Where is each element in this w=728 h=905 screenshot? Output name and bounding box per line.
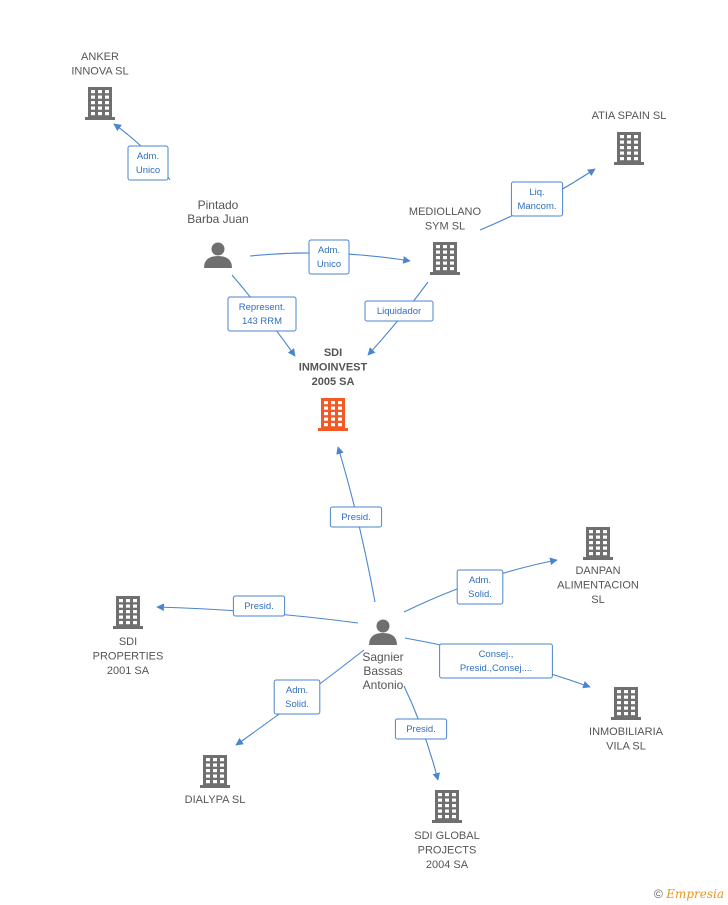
node-label: 2005 SA bbox=[312, 376, 355, 388]
node-sdiprop[interactable]: SDI PROPERTIES 2001 SA bbox=[93, 596, 164, 677]
edge-label-box[interactable] bbox=[456, 569, 504, 605]
edge-mediollano-to-sdi: Liquidador bbox=[364, 281, 434, 356]
building-icon bbox=[614, 132, 644, 165]
node-label: 2004 SA bbox=[426, 859, 469, 871]
building-icon bbox=[200, 755, 230, 788]
edge-label-text: Consej., bbox=[479, 649, 514, 660]
edge-sagnier-to-sdi: Presid. bbox=[329, 446, 383, 603]
node-label: DANPAN bbox=[575, 565, 620, 577]
node-anker[interactable]: ANKER INNOVA SL bbox=[71, 51, 129, 120]
edge-label-text: Adm. bbox=[286, 685, 308, 696]
node-label: INMOBILIARIA bbox=[589, 726, 664, 738]
node-label: PROPERTIES bbox=[93, 651, 164, 663]
edge-sagnier-to-dialypa: Adm. Solid. bbox=[235, 649, 365, 746]
node-dialypa[interactable]: DIALYPA SL bbox=[185, 755, 246, 806]
node-atia[interactable]: ATIA SPAIN SL bbox=[592, 110, 667, 165]
node-label: ANKER bbox=[81, 51, 119, 63]
copyright-symbol: © bbox=[654, 887, 663, 901]
edge-label-text: Adm. bbox=[469, 575, 491, 586]
building-icon bbox=[430, 242, 460, 275]
building-icon bbox=[432, 790, 462, 823]
node-label: INMOINVEST bbox=[299, 362, 368, 374]
edge-sagnier-to-danpan: Adm. Solid. bbox=[403, 557, 558, 613]
edges-layer: Adm.UnicoAdm.UnicoLiq.Mancom.Represent.1… bbox=[113, 123, 596, 781]
building-icon bbox=[85, 87, 115, 120]
edge-label-text: Represent. bbox=[239, 302, 285, 313]
edge-label-text: Adm. bbox=[318, 245, 340, 256]
node-label: VILA SL bbox=[606, 741, 646, 753]
edge-label-box[interactable] bbox=[364, 300, 434, 322]
edge-label-box[interactable] bbox=[394, 718, 448, 740]
edge-sagnier-to-vila: Consej., Presid.,Consej.... bbox=[404, 637, 591, 689]
node-label: Antonio bbox=[363, 678, 404, 692]
edge-label-box[interactable] bbox=[308, 239, 350, 275]
edge-pintado-to-sdi: Represent. 143 RRM bbox=[227, 274, 297, 357]
edge-label-box[interactable] bbox=[273, 679, 321, 715]
node-label: INNOVA SL bbox=[71, 66, 128, 78]
building-icon bbox=[583, 527, 613, 560]
edge-label-text: Liq. bbox=[529, 187, 544, 198]
edge-label-text: Mancom. bbox=[517, 201, 556, 212]
edge-mediollano-to-atia: Liq. Mancom. bbox=[479, 168, 596, 231]
building-icon bbox=[318, 398, 348, 431]
node-label: MEDIOLLANO bbox=[409, 206, 482, 218]
node-label: SDI GLOBAL bbox=[414, 830, 479, 842]
edge-label-text: Unico bbox=[136, 165, 160, 176]
person-icon bbox=[369, 619, 397, 645]
node-label: PROJECTS bbox=[418, 845, 477, 857]
node-mediollano[interactable]: MEDIOLLANO SYM SL bbox=[409, 206, 482, 275]
edge-label-text: Solid. bbox=[285, 699, 309, 710]
edge-label-text: Liquidador bbox=[377, 306, 421, 317]
edge-sagnier-to-sdiprop: Presid. bbox=[156, 595, 359, 624]
edge-label-text: Solid. bbox=[468, 589, 492, 600]
brand-logo-text: Empresia bbox=[666, 887, 724, 901]
node-label: SDI bbox=[119, 636, 137, 648]
node-sdi[interactable]: SDI INMOINVEST 2005 SA bbox=[299, 347, 368, 431]
node-label: Pintado bbox=[198, 198, 239, 212]
edge-label-text: Unico bbox=[317, 259, 341, 270]
person-icon bbox=[204, 242, 232, 268]
node-label: Bassas bbox=[363, 664, 402, 678]
edge-label-text: 143 RRM bbox=[242, 316, 282, 327]
node-label: ATIA SPAIN SL bbox=[592, 110, 667, 122]
edge-pintado-to-mediollano: Adm. Unico bbox=[249, 239, 411, 275]
node-label: Barba Juan bbox=[187, 212, 248, 226]
nodes-layer: ANKER INNOVA SL ATIA SPAIN SL PintadoBarba … bbox=[71, 51, 666, 871]
node-danpan[interactable]: DANPAN ALIMENTACION SL bbox=[557, 527, 639, 606]
edge-label-text: Presid. bbox=[341, 512, 371, 523]
node-label: SYM SL bbox=[425, 221, 465, 233]
node-label: SDI bbox=[324, 347, 342, 359]
footer-brand[interactable]: © Empresia bbox=[654, 887, 724, 901]
node-sdiglobal[interactable]: SDI GLOBAL PROJECTS 2004 SA bbox=[414, 790, 480, 871]
edge-pintado-to-anker: Adm. Unico bbox=[113, 123, 171, 181]
node-label: Sagnier bbox=[362, 650, 403, 664]
edge-label-box[interactable] bbox=[127, 145, 169, 181]
edge-label-text: Presid. bbox=[406, 724, 436, 735]
node-label: DIALYPA SL bbox=[185, 794, 246, 806]
edge-label-box[interactable] bbox=[232, 595, 286, 617]
edge-label-box[interactable] bbox=[329, 506, 383, 528]
edge-label-text: Presid.,Consej.... bbox=[460, 663, 532, 674]
building-icon bbox=[611, 687, 641, 720]
edge-label-text: Adm. bbox=[137, 151, 159, 162]
node-vila[interactable]: INMOBILIARIA VILA SL bbox=[589, 687, 664, 753]
edge-sagnier-to-sdiglobal: Presid. bbox=[394, 685, 448, 781]
building-icon bbox=[113, 596, 143, 629]
node-label: 2001 SA bbox=[107, 665, 150, 677]
edge-label-box[interactable] bbox=[510, 181, 564, 217]
edge-label-text: Presid. bbox=[244, 601, 274, 612]
node-label: SL bbox=[591, 594, 604, 606]
edge-label-box[interactable] bbox=[439, 643, 553, 679]
node-label: ALIMENTACION bbox=[557, 580, 639, 592]
edge-label-box[interactable] bbox=[227, 296, 297, 332]
